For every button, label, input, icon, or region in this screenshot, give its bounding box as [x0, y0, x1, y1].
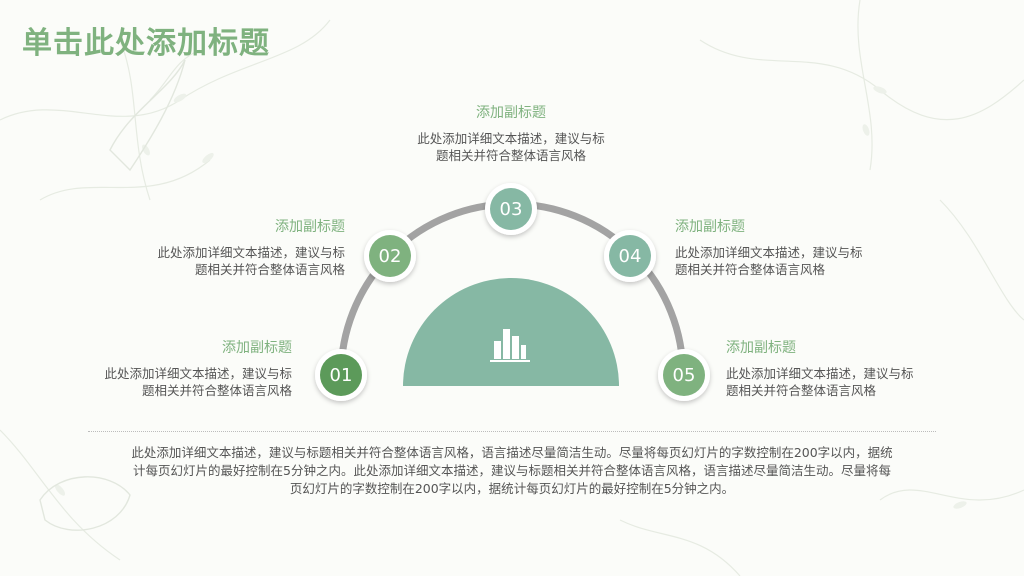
- bar-chart-icon: [490, 329, 530, 362]
- step-01-description: 此处添加详细文本描述，建议与标 题相关并符合整体语言风格: [77, 365, 292, 399]
- step-04-subtitle: 添加副标题: [675, 219, 745, 235]
- step-02-subtitle: 添加副标题: [275, 219, 345, 235]
- step-05-desc-line2: 题相关并符合整体语言风格: [726, 383, 877, 398]
- page-title: 单击此处添加标题: [22, 26, 270, 61]
- step-04-desc-line1: 此处添加详细文本描述，建议与标: [675, 245, 863, 260]
- step-02-description: 此处添加详细文本描述，建议与标 题相关并符合整体语言风格: [130, 244, 345, 278]
- step-05-desc-line1: 此处添加详细文本描述，建议与标: [726, 366, 914, 381]
- step-number-03: 03: [500, 199, 523, 220]
- step-node-04: 04: [604, 230, 656, 282]
- step-03-subtitle: 添加副标题: [476, 105, 546, 121]
- step-02-desc-line1: 此处添加详细文本描述，建议与标: [157, 245, 345, 260]
- footer-paragraph: 此处添加详细文本描述，建议与标题相关并符合整体语言风格，语言描述尽量简洁生动。尽…: [84, 444, 940, 498]
- step-01-desc-line2: 题相关并符合整体语言风格: [141, 383, 292, 398]
- step-01-subtitle: 添加副标题: [222, 340, 292, 356]
- step-node-02: 02: [364, 230, 416, 282]
- step-05-subtitle: 添加副标题: [726, 340, 796, 356]
- step-03-desc-line2: 题相关并符合整体语言风格: [435, 148, 586, 163]
- footer-line-3: 页幻灯片的字数控制在200字以内，据统计每页幻灯片的最好控制在5分钟之内。: [289, 481, 735, 496]
- footer-line-1: 此处添加详细文本描述，建议与标题相关并符合整体语言风格，语言描述尽量简洁生动。尽…: [131, 445, 893, 460]
- step-number-05: 05: [673, 365, 696, 386]
- step-02-desc-line2: 题相关并符合整体语言风格: [194, 262, 345, 277]
- step-node-01: 01: [315, 349, 367, 401]
- step-04-desc-line2: 题相关并符合整体语言风格: [675, 262, 826, 277]
- step-04-description: 此处添加详细文本描述，建议与标 题相关并符合整体语言风格: [675, 244, 890, 278]
- dotted-divider: [88, 431, 936, 432]
- footer-line-2: 计每页幻灯片的最好控制在5分钟之内。此处添加详细文本描述，建议与标题相关并符合整…: [133, 463, 891, 478]
- step-number-04: 04: [619, 246, 642, 267]
- step-05-description: 此处添加详细文本描述，建议与标 题相关并符合整体语言风格: [726, 365, 941, 399]
- step-node-03: 03: [485, 183, 537, 235]
- step-node-05: 05: [658, 349, 710, 401]
- step-03-desc-line1: 此处添加详细文本描述，建议与标: [417, 131, 605, 146]
- center-dome: [403, 278, 619, 386]
- step-number-02: 02: [379, 246, 402, 267]
- step-03-description: 此处添加详细文本描述，建议与标 题相关并符合整体语言风格: [400, 130, 622, 164]
- step-01-desc-line1: 此处添加详细文本描述，建议与标: [104, 366, 292, 381]
- step-number-01: 01: [330, 365, 353, 386]
